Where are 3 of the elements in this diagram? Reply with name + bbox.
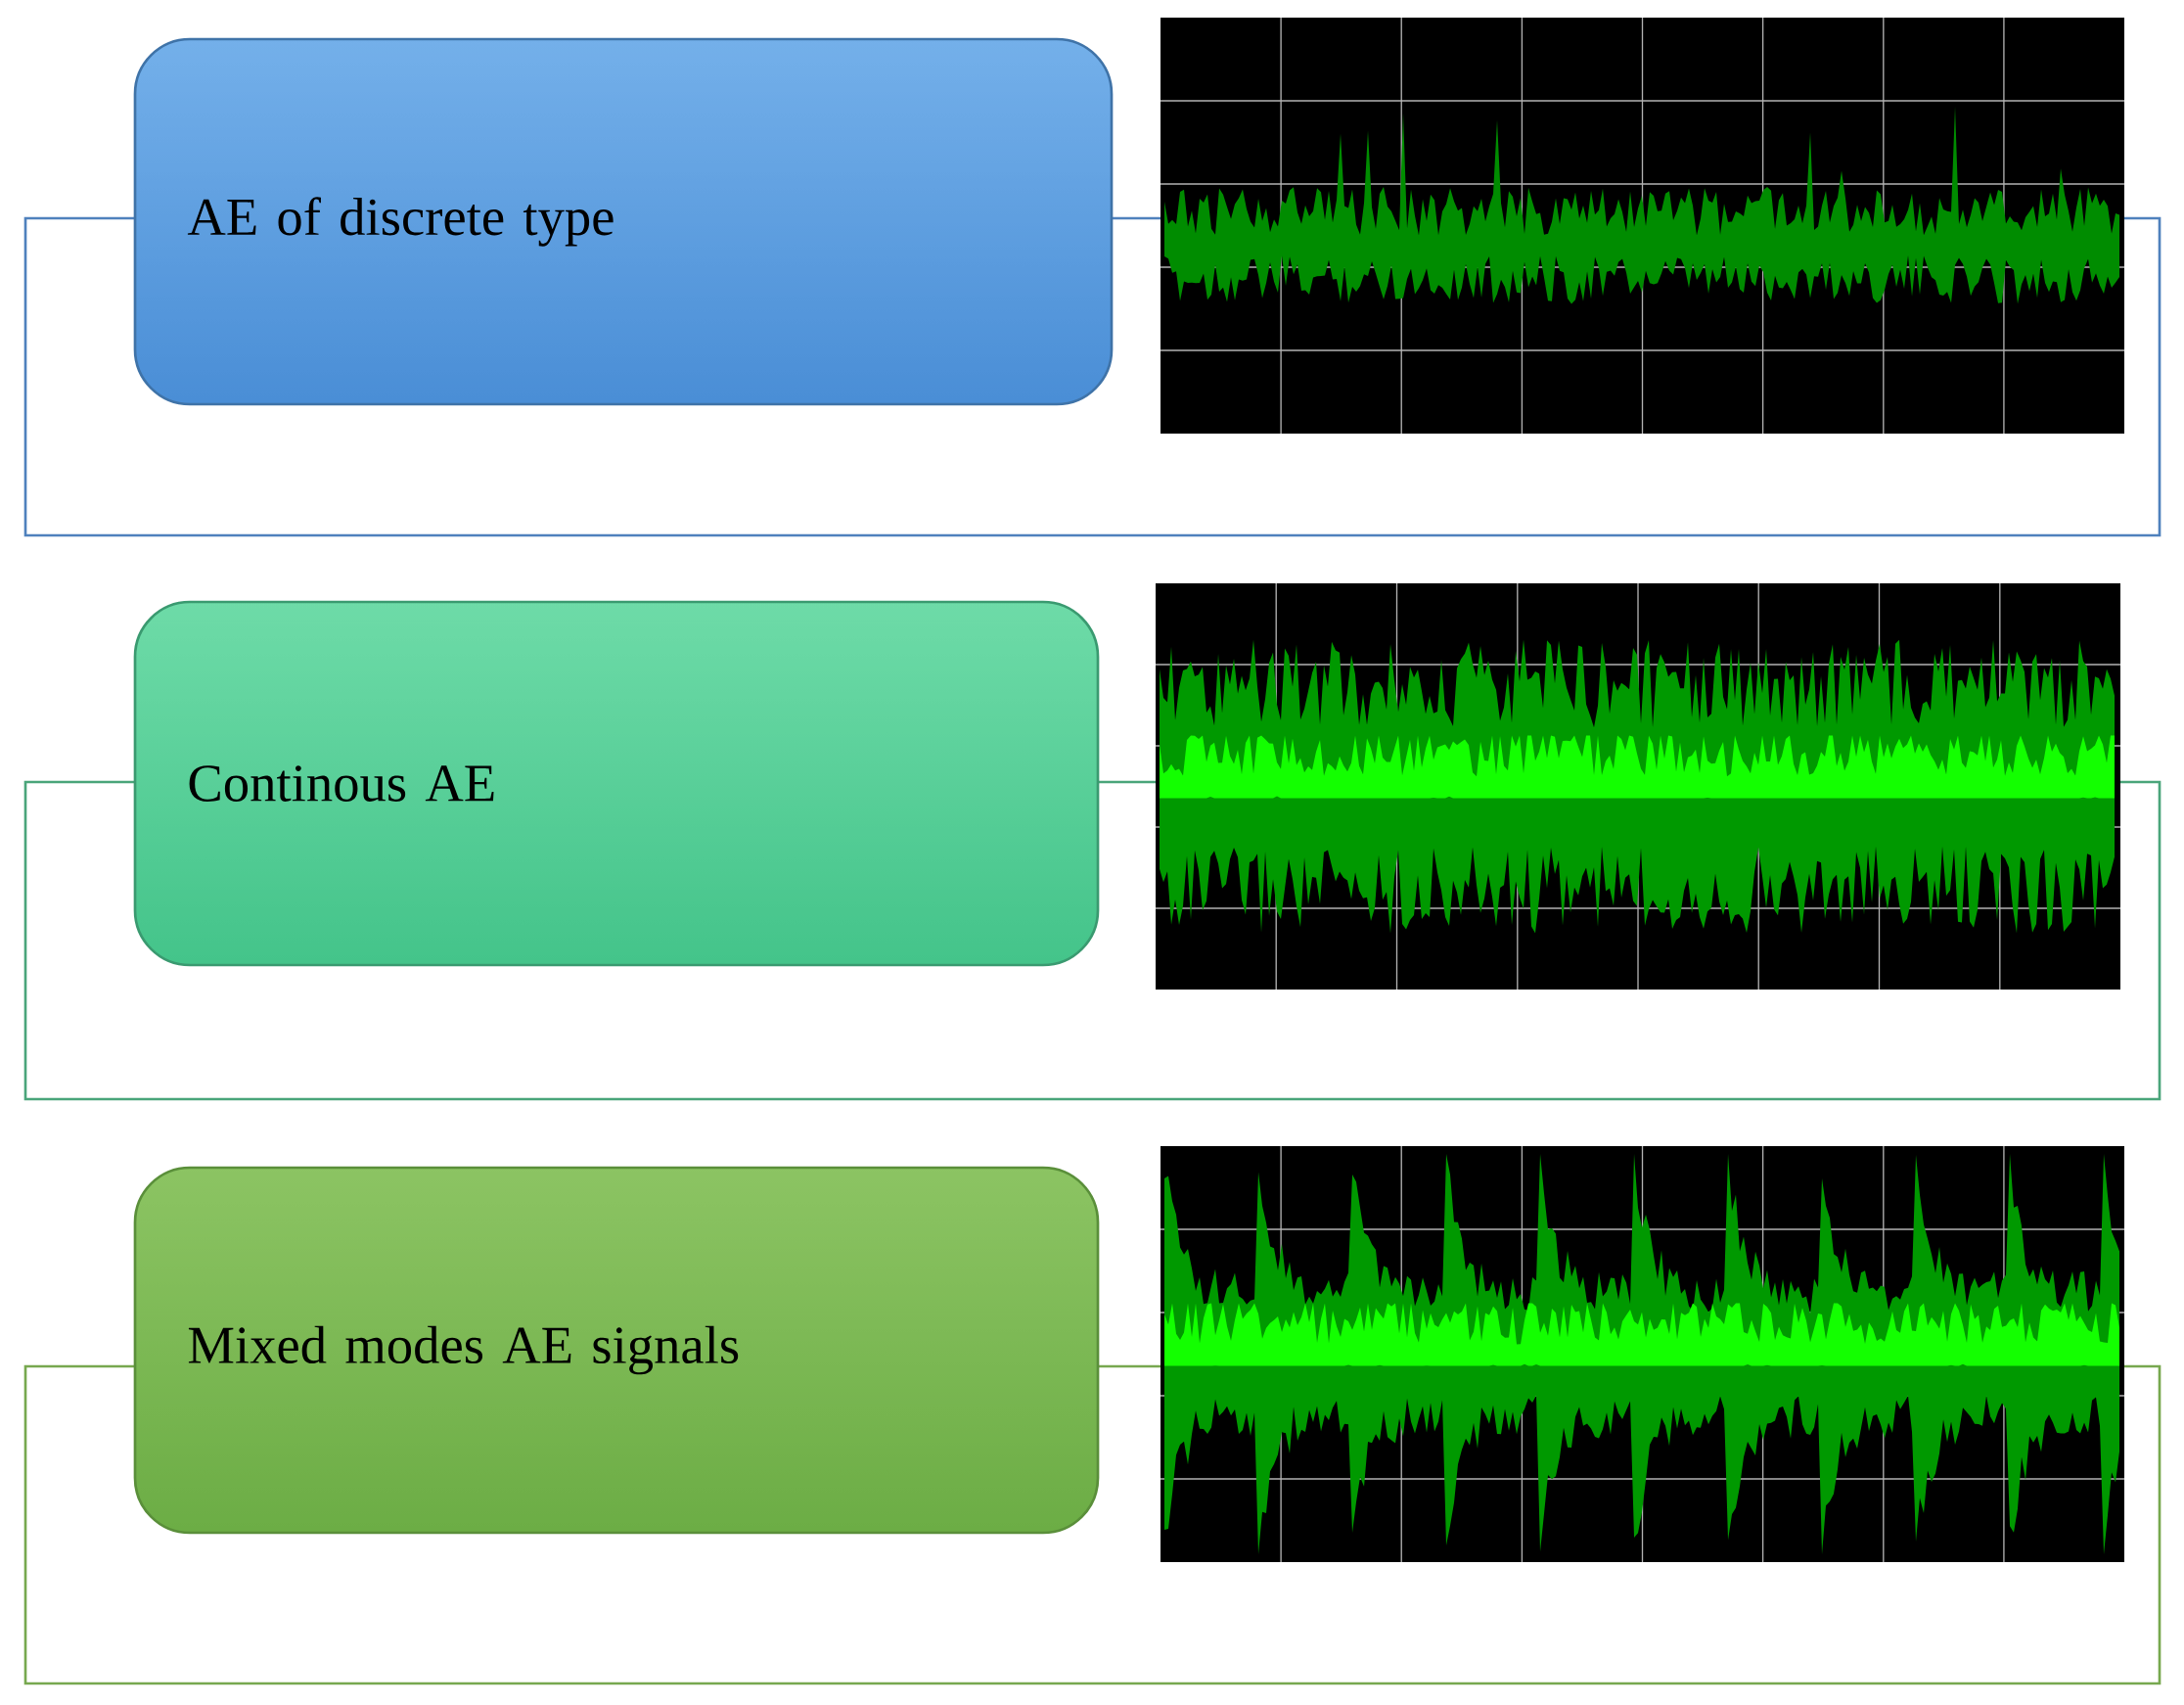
process-box: Mixed modes AE signals [133, 1166, 1100, 1535]
process-box: Continous AE [133, 600, 1100, 967]
process-box: AE of discrete type [133, 37, 1114, 406]
